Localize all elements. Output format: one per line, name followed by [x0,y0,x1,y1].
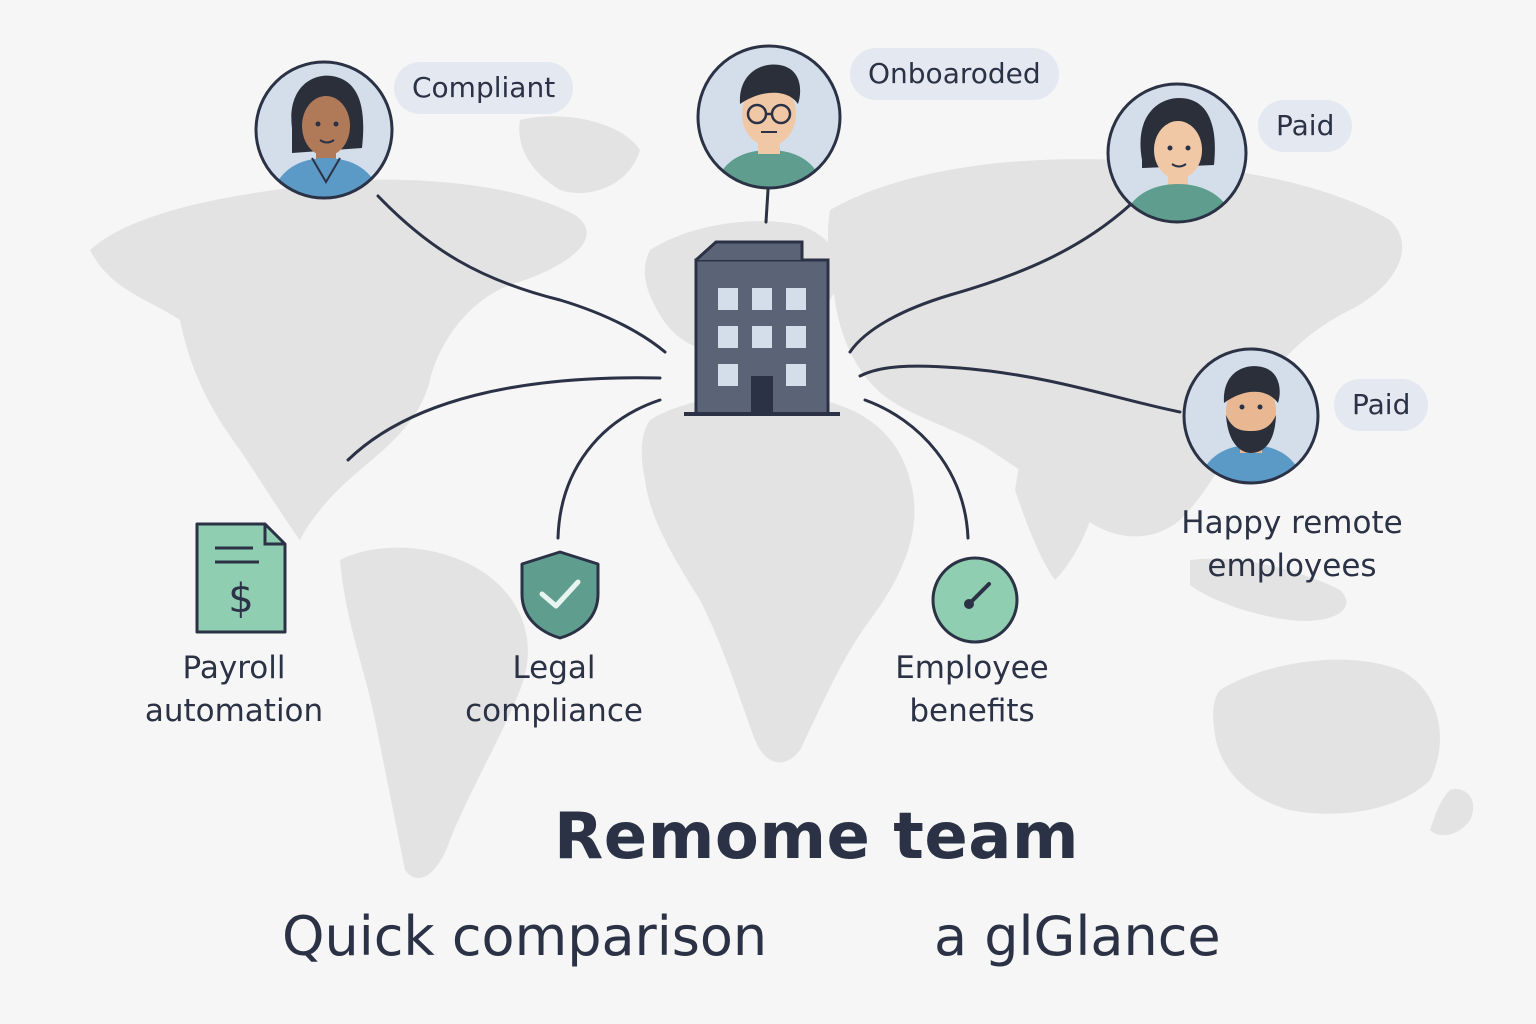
svg-text:$: $ [228,576,253,622]
connector-benefits [863,398,970,540]
status-badge-paid-top: Paid [1258,100,1353,152]
connector-top-left [376,194,667,354]
payroll-automation-label: Payroll automation [114,647,354,733]
benefits-label-line-2: benefits [909,693,1035,729]
connector-right [858,364,1182,414]
employees-caption-line-1: Happy remote [1181,505,1403,541]
connector-top-center [764,188,770,224]
status-badge-compliant: Compliant [394,62,574,114]
map-greenland [519,116,640,194]
avatar-man-beard [1182,347,1320,485]
legal-label-line-1: Legal [512,650,596,686]
connector-payroll [346,376,662,462]
office-building-icon [684,240,840,416]
payroll-document-icon: $ [195,522,287,634]
subtitle-left: Quick comparison [282,905,768,968]
status-badge-onboarded: Onboaroded [850,48,1059,100]
map-australia [1213,659,1440,814]
connector-legal [556,398,662,540]
map-north-america [90,179,587,540]
map-asia [827,159,1403,537]
employee-benefits-label: Employee benefits [852,647,1092,733]
connector-top-right [848,203,1132,354]
avatar-woman-1 [254,60,394,200]
payroll-label-line-2: automation [144,693,324,729]
benefits-label-line-1: Employee [895,650,1049,686]
employees-caption-line-2: employees [1207,548,1377,584]
employees-caption: Happy remote employees [1152,502,1432,588]
payroll-label-line-1: Payroll [182,650,286,686]
subtitle-right: a glGlance [934,905,1221,968]
gauge-icon [931,556,1019,644]
map-africa [641,395,915,763]
legal-compliance-label: Legal compliance [434,647,674,733]
avatar-woman-2 [1106,82,1248,224]
shield-check-icon [520,550,600,640]
page-title: Remome team [554,800,1080,874]
legal-label-line-2: compliance [465,693,643,729]
map-islands [1190,558,1347,621]
avatar-man-glasses [696,44,842,190]
status-badge-paid-right: Paid [1334,379,1429,431]
map-new-zealand [1430,789,1474,836]
map-south-america [340,547,528,879]
map-india [1015,455,1100,580]
